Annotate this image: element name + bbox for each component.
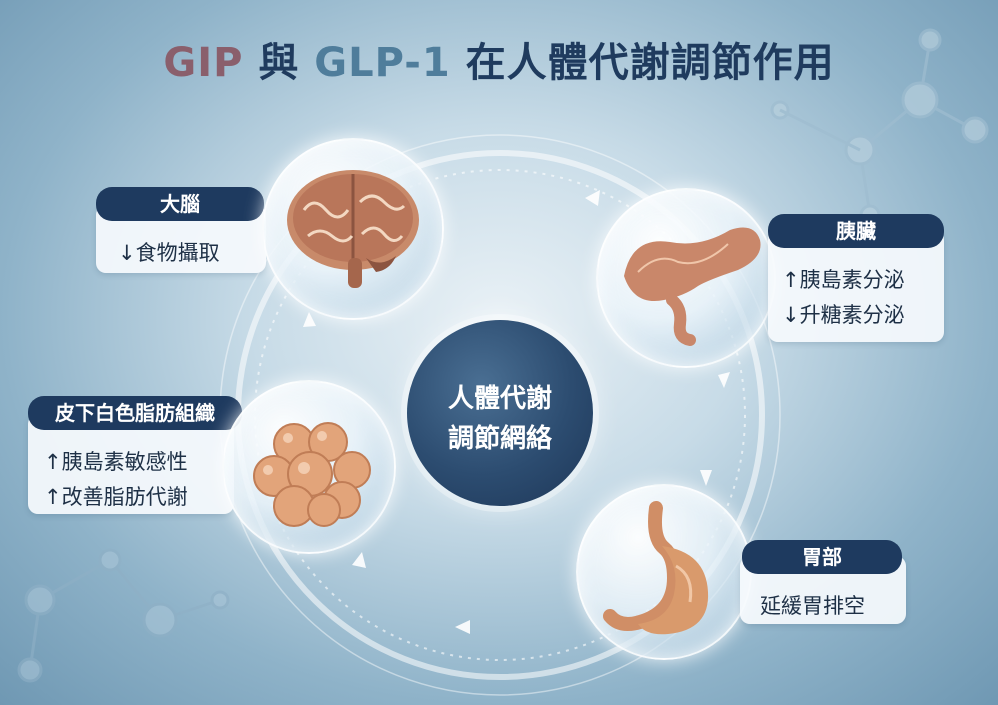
adipose-effect-1: ↑胰島素敏感性 xyxy=(44,450,188,474)
pancreas-label-box xyxy=(768,230,944,342)
molecule-icon xyxy=(17,548,230,683)
stomach-bubble xyxy=(576,484,752,660)
pancreas-effect-1: ↑胰島素分泌 xyxy=(782,268,905,292)
center-hub: 人體代謝 調節網絡 xyxy=(407,320,593,506)
brain-effect-1: ↓食物攝取 xyxy=(118,241,220,265)
stomach-effect-1: 延緩胃排空 xyxy=(760,594,865,618)
brain-name: 大腦 xyxy=(96,187,264,221)
brain-icon xyxy=(287,170,419,288)
pancreas-bubble xyxy=(596,188,776,368)
center-line-2: 調節網絡 xyxy=(447,424,552,454)
title-rest: 在人體代謝調節作用 xyxy=(450,40,835,86)
flow-arrow-icon xyxy=(303,190,730,634)
brain-bubble xyxy=(262,138,444,320)
title-glp1: GLP-1 xyxy=(314,40,451,86)
stomach-icon xyxy=(603,501,709,635)
adipose-effect-2: ↑改善脂肪代謝 xyxy=(44,485,188,509)
adipose-name: 皮下白色脂肪組織 xyxy=(28,396,242,430)
adipose-bubble xyxy=(222,380,396,554)
title-and: 與 xyxy=(243,40,315,86)
page-title: GIP 與 GLP-1 在人體代謝調節作用 xyxy=(0,30,998,88)
pancreas-name: 胰臟 xyxy=(768,214,944,248)
adipose-label-box xyxy=(28,414,234,514)
pancreas-icon xyxy=(624,227,761,346)
stomach-name: 胃部 xyxy=(742,540,902,574)
center-line-1: 人體代謝 xyxy=(447,384,552,414)
fat-cells-icon xyxy=(253,422,371,527)
title-gip: GIP xyxy=(163,40,244,86)
pancreas-effect-2: ↓升糖素分泌 xyxy=(782,303,905,327)
